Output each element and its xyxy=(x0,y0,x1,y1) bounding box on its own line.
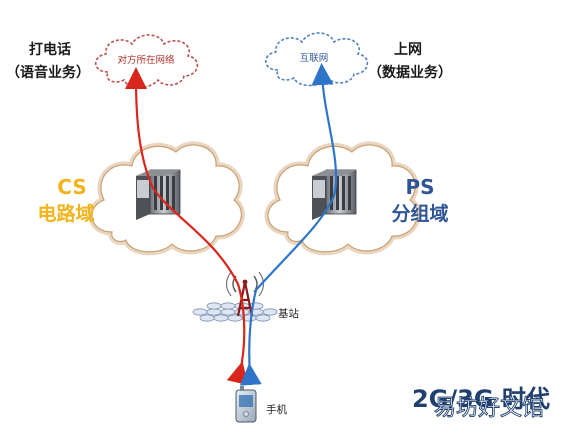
ps-domain-abbrev: PS xyxy=(405,175,434,199)
mobile-phone-icon xyxy=(235,386,257,423)
cell-coverage-honeycomb xyxy=(192,302,278,322)
packet-switched-path xyxy=(239,63,338,386)
internet-label: 互联网 xyxy=(300,53,329,64)
watermark-text: 易坊好文馆 xyxy=(434,396,544,421)
data-service-subtitle: （数据业务） xyxy=(368,64,452,81)
data-service-title: 上网 xyxy=(394,42,422,58)
mobile-phone-label: 手机 xyxy=(266,403,287,416)
cs-domain-name: 电路域 xyxy=(37,202,94,225)
voice-service-title: 打电话 xyxy=(29,41,71,58)
base-station-label: 基站 xyxy=(278,307,299,320)
voice-service-subtitle: （语音业务） xyxy=(6,64,90,81)
ps-domain-name: 分组域 xyxy=(391,202,448,225)
cs-domain-abbrev: CS xyxy=(57,175,86,199)
era-label: 2G/3G 时代 xyxy=(412,385,550,413)
remote-network-label: 对方所在网络 xyxy=(117,54,175,66)
